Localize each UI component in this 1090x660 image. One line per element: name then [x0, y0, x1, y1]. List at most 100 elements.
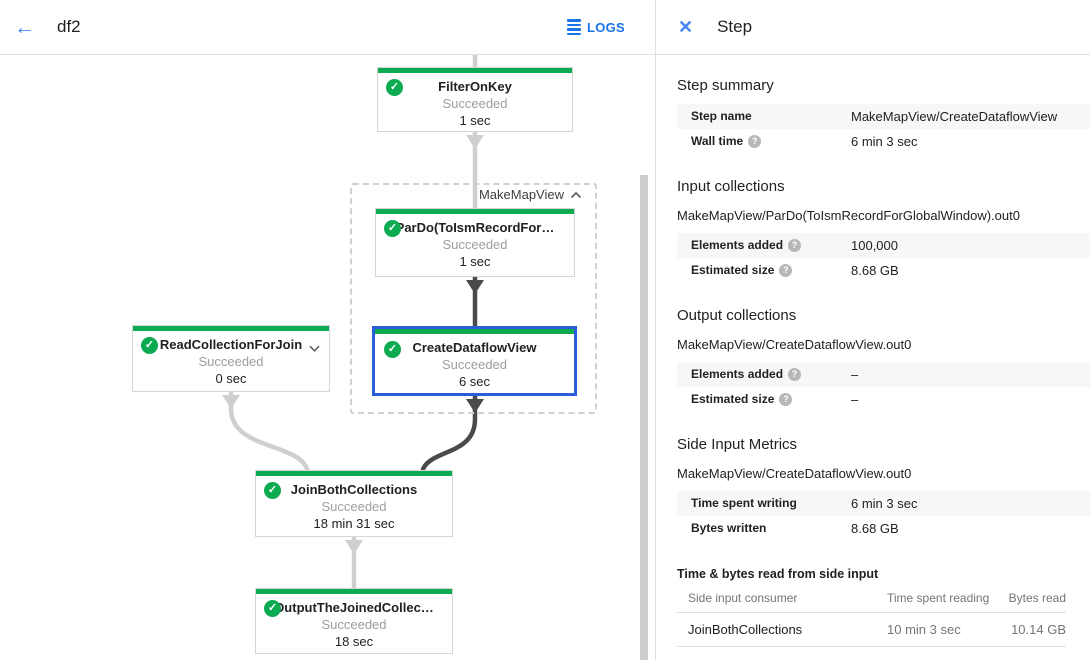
- panel-header: ✕ Step: [655, 0, 1090, 55]
- node-status-bar: [256, 589, 452, 594]
- check-circle-icon: ✓: [141, 337, 158, 354]
- metric-value: 8.68 GB: [851, 263, 899, 278]
- table-row: JoinBothCollections 10 min 3 sec 10.14 G…: [677, 612, 1066, 647]
- step-details-panel: Step summary Step name MakeMapView/Creat…: [655, 55, 1090, 660]
- side-input-metrics-rows: Time spent writing 6 min 3 sec Bytes wri…: [656, 491, 1090, 541]
- output-collections-rows: Elements added? – Estimated size? –: [656, 362, 1090, 412]
- metric-value: MakeMapView/CreateDataflowView: [851, 109, 1058, 124]
- group-makemapview-boundary: [350, 183, 597, 414]
- logs-button-label: LOGS: [586, 19, 625, 35]
- back-arrow-icon[interactable]: ←: [14, 15, 35, 39]
- metric-row: Elements added? –: [677, 362, 1090, 387]
- metric-row: Step name MakeMapView/CreateDataflowView: [677, 104, 1090, 129]
- check-circle-icon: ✓: [264, 482, 281, 499]
- metric-value: 8.68 GB: [851, 521, 899, 536]
- node-status: Succeeded: [198, 354, 264, 369]
- help-icon[interactable]: ?: [779, 393, 793, 407]
- side-input-collection-name: MakeMapView/CreateDataflowView.out0: [677, 466, 912, 481]
- input-collection-name: MakeMapView/ParDo(ToIsmRecordForGlobalWi…: [677, 208, 1020, 223]
- side-input-table: Side input consumer Time spent reading B…: [677, 587, 1066, 647]
- help-icon[interactable]: ?: [788, 239, 802, 253]
- metric-row: Elements added? 100,000: [677, 233, 1090, 258]
- logs-button[interactable]: LOGS: [566, 19, 625, 35]
- metric-label: Bytes written: [691, 521, 767, 535]
- node-title: OutputTheJoinedCollec…: [274, 600, 434, 615]
- check-circle-icon: ✓: [264, 600, 281, 617]
- check-circle-icon: ✓: [384, 341, 401, 358]
- node-title: ParDo(ToIsmRecordFor…: [395, 220, 555, 235]
- node-status-bar: [376, 209, 574, 214]
- node-time: 6 sec: [458, 374, 491, 389]
- metric-row: Estimated size? –: [677, 387, 1090, 412]
- graph-node-outputthejoinedcollection[interactable]: ✓ OutputTheJoinedCollec… Succeeded 18 se…: [255, 588, 453, 654]
- cell-consumer: JoinBothCollections: [677, 612, 887, 647]
- metric-label: Elements added?: [691, 362, 802, 387]
- graph-node-joinbothcollections[interactable]: ✓ JoinBothCollections Succeeded 18 min 3…: [255, 470, 453, 537]
- node-status-bar: [133, 326, 329, 331]
- job-title: df2: [57, 17, 81, 36]
- node-title: FilterOnKey: [438, 79, 512, 94]
- node-time: 1 sec: [459, 254, 491, 269]
- side-input-table-heading: Time & bytes read from side input: [677, 567, 879, 581]
- node-time: 18 min 31 sec: [313, 516, 395, 531]
- column-header-bytes: Bytes read: [1005, 587, 1066, 613]
- check-circle-icon: ✓: [384, 220, 401, 237]
- graph-node-filteronkey[interactable]: ✓ FilterOnKey Succeeded 1 sec: [377, 67, 573, 132]
- group-label-text: MakeMapView: [478, 187, 564, 202]
- metric-value: –: [851, 392, 859, 407]
- panel-title: Step: [717, 17, 753, 36]
- metric-value: 100,000: [851, 238, 898, 253]
- metric-label: Time spent writing: [691, 496, 797, 510]
- section-heading-output-collections: Output collections: [677, 307, 797, 324]
- job-graph-canvas[interactable]: MakeMapView ✓ FilterOnKey Succeeded 1 se…: [0, 55, 655, 660]
- column-header-consumer: Side input consumer: [677, 587, 887, 613]
- metric-row: Estimated size? 8.68 GB: [677, 258, 1090, 283]
- graph-node-pardo-toismrecord[interactable]: ✓ ParDo(ToIsmRecordFor… Succeeded 1 sec: [375, 208, 575, 277]
- metric-value: –: [851, 367, 859, 382]
- column-header-time: Time spent reading: [887, 587, 1005, 613]
- node-status: Succeeded: [321, 499, 387, 514]
- metric-label: Estimated size?: [691, 387, 793, 412]
- input-collections-rows: Elements added? 100,000 Estimated size? …: [656, 233, 1090, 283]
- node-title: JoinBothCollections: [290, 482, 418, 497]
- metric-row: Wall time? 6 min 3 sec: [677, 129, 1090, 154]
- node-title: CreateDataflowView: [412, 340, 537, 355]
- metric-row: Bytes written 8.68 GB: [677, 516, 1090, 541]
- chevron-down-icon[interactable]: [309, 339, 320, 357]
- node-status: Succeeded: [442, 96, 508, 111]
- cell-time-reading: 10 min 3 sec: [887, 612, 1005, 647]
- metric-label: Elements added?: [691, 233, 802, 258]
- metric-row: Time spent writing 6 min 3 sec: [677, 491, 1090, 516]
- metric-value: 6 min 3 sec: [851, 134, 918, 149]
- close-icon[interactable]: ✕: [678, 17, 694, 37]
- section-heading-side-input-metrics: Side Input Metrics: [677, 436, 798, 453]
- cell-bytes-read: 10.14 GB: [1005, 612, 1066, 647]
- node-time: 1 sec: [459, 113, 491, 128]
- chevron-up-icon: [570, 191, 582, 198]
- list-icon: [566, 19, 581, 35]
- section-heading-input-collections: Input collections: [677, 178, 785, 195]
- graph-node-readcollectionforjoin[interactable]: ✓ ReadCollectionForJoin Succeeded 0 sec: [132, 325, 330, 392]
- vertical-scrollbar[interactable]: [640, 175, 648, 660]
- graph-node-createdataflowview-selected[interactable]: ✓ CreateDataflowView Succeeded 6 sec: [372, 326, 577, 396]
- node-status-bar: [378, 68, 572, 73]
- help-icon[interactable]: ?: [788, 368, 802, 382]
- section-heading-step-summary: Step summary: [677, 77, 774, 94]
- help-icon[interactable]: ?: [779, 264, 793, 278]
- metric-label: Estimated size?: [691, 258, 793, 283]
- node-status: Succeeded: [321, 617, 387, 632]
- node-title: ReadCollectionForJoin: [159, 337, 303, 352]
- node-status: Succeeded: [441, 357, 508, 372]
- node-status-bar: [375, 329, 574, 334]
- table-header-row: Side input consumer Time spent reading B…: [677, 587, 1066, 613]
- help-icon[interactable]: ?: [748, 135, 762, 149]
- step-summary-rows: Step name MakeMapView/CreateDataflowView…: [656, 104, 1090, 154]
- group-makemapview-label[interactable]: MakeMapView: [350, 187, 582, 202]
- metric-value: 6 min 3 sec: [851, 496, 918, 511]
- metric-label: Wall time?: [691, 129, 762, 154]
- graph-edges: [222, 55, 484, 591]
- node-status: Succeeded: [442, 237, 508, 252]
- topbar: ← df2 LOGS: [0, 0, 655, 55]
- metric-label: Step name: [691, 109, 752, 123]
- node-time: 0 sec: [215, 371, 247, 386]
